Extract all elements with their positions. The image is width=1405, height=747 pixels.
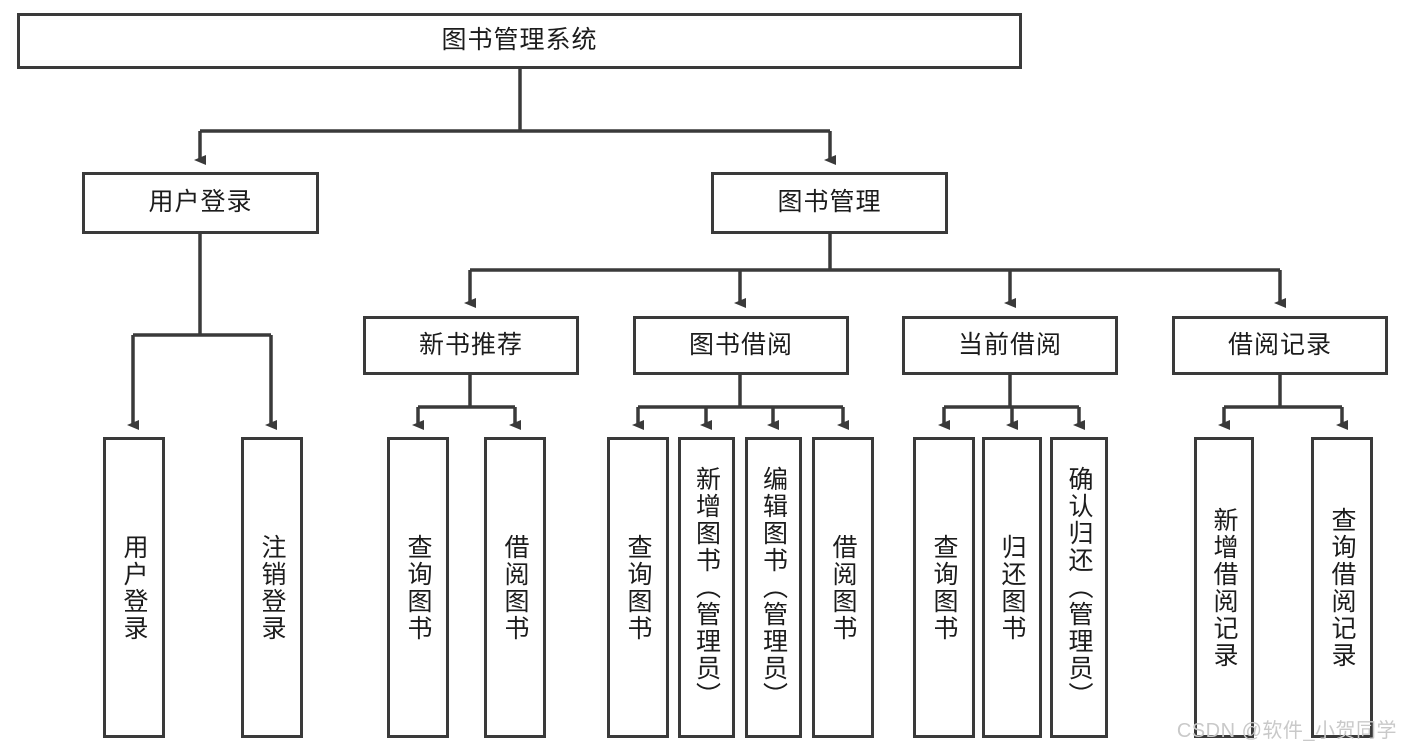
node-borrow-record-label: 借阅记录 [1227, 330, 1332, 359]
node-leaf-borrow-book-label: 借阅图书 [829, 533, 857, 642]
node-book-manage[interactable]: 图书管理 [711, 172, 948, 234]
node-new-book-recommend-label: 新书推荐 [418, 330, 523, 359]
node-leaf-query-book-cur[interactable]: 查询图书 [913, 437, 975, 738]
node-book-borrow[interactable]: 图书借阅 [633, 316, 849, 375]
node-user-login[interactable]: 用户登录 [82, 172, 319, 234]
node-user-login-label: 用户登录 [148, 188, 253, 217]
node-borrow-record[interactable]: 借阅记录 [1172, 316, 1388, 375]
node-leaf-return-book-label: 归还图书 [998, 533, 1026, 642]
node-current-borrow[interactable]: 当前借阅 [902, 316, 1118, 375]
node-leaf-logout[interactable]: 注销登录 [241, 437, 303, 738]
node-leaf-query-book-cur-label: 查询图书 [930, 533, 958, 642]
node-leaf-user-login[interactable]: 用户登录 [103, 437, 165, 738]
node-leaf-add-record-label: 新增借阅记录 [1210, 506, 1238, 669]
node-book-manage-label: 图书管理 [777, 188, 882, 217]
node-leaf-query-book-borrow[interactable]: 查询图书 [607, 437, 669, 738]
watermark-text: CSDN @软件_小贺同学 [1176, 720, 1397, 742]
node-book-borrow-label: 图书借阅 [688, 330, 793, 359]
node-root-label: 图书管理系统 [441, 26, 598, 55]
node-current-borrow-label: 当前借阅 [957, 330, 1062, 359]
node-leaf-query-book-borrow-label: 查询图书 [624, 533, 652, 642]
node-leaf-add-record[interactable]: 新增借阅记录 [1194, 437, 1254, 738]
node-leaf-user-login-label: 用户登录 [120, 533, 148, 642]
node-leaf-query-record-label: 查询借阅记录 [1328, 506, 1356, 669]
node-leaf-add-book-label: 新增图书（管理员） [692, 466, 721, 709]
node-leaf-add-book[interactable]: 新增图书（管理员） [678, 437, 735, 738]
node-leaf-query-book-rec[interactable]: 查询图书 [387, 437, 449, 738]
node-leaf-query-record[interactable]: 查询借阅记录 [1311, 437, 1373, 738]
node-leaf-confirm-return[interactable]: 确认归还（管理员） [1050, 437, 1108, 738]
node-leaf-confirm-return-label: 确认归还（管理员） [1065, 466, 1093, 709]
node-leaf-borrow-book-rec-label: 借阅图书 [501, 533, 529, 642]
node-root[interactable]: 图书管理系统 [17, 13, 1022, 69]
node-leaf-query-book-rec-label: 查询图书 [404, 533, 432, 642]
node-leaf-logout-label: 注销登录 [258, 533, 286, 642]
node-leaf-borrow-book-rec[interactable]: 借阅图书 [484, 437, 546, 738]
node-new-book-recommend[interactable]: 新书推荐 [363, 316, 579, 375]
node-leaf-borrow-book[interactable]: 借阅图书 [812, 437, 874, 738]
node-leaf-return-book[interactable]: 归还图书 [982, 437, 1042, 738]
node-leaf-edit-book[interactable]: 编辑图书（管理员） [745, 437, 802, 738]
node-leaf-edit-book-label: 编辑图书（管理员） [759, 466, 788, 709]
